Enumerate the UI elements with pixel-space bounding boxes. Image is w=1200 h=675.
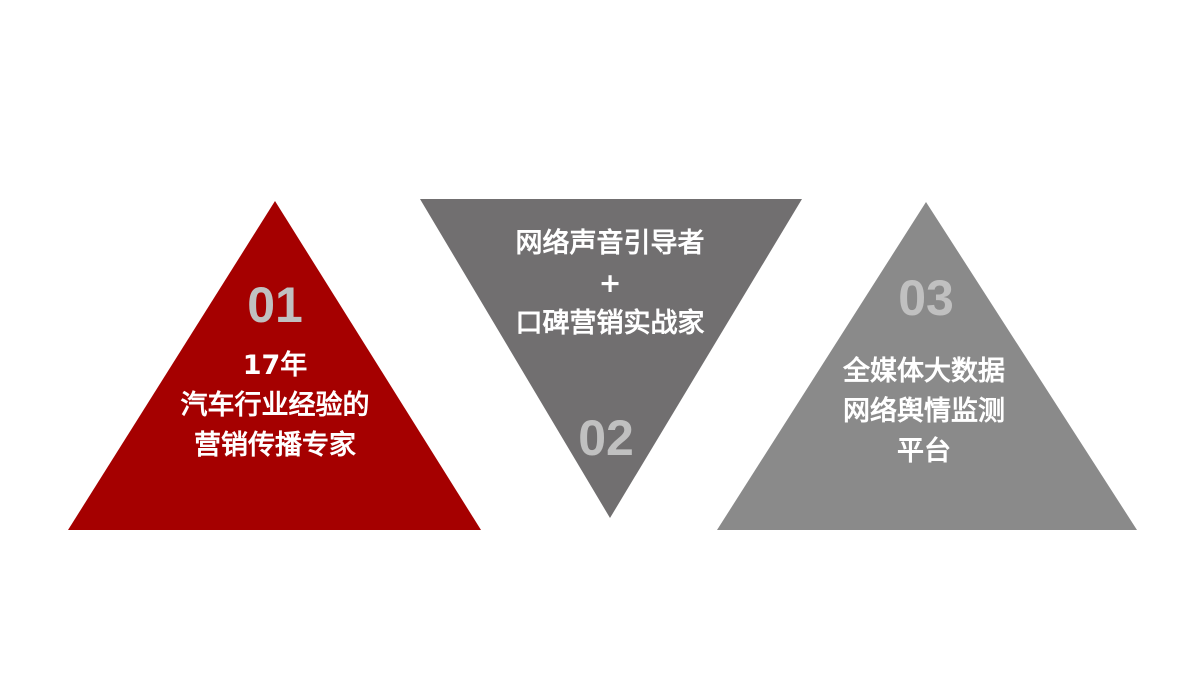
item-02-line-2: + (598, 268, 622, 299)
item-02-text: 网络声音引导者 + 口碑营销实战家 (460, 224, 760, 344)
item-01-line-3: 营销传播专家 (194, 430, 356, 461)
triangle-03 (717, 202, 1137, 530)
item-03-line-2: 网络舆情监测 (843, 396, 1005, 427)
item-01-line-1: 17年 (242, 350, 308, 381)
triangle-01 (68, 201, 481, 530)
item-02-line-3: 口碑营销实战家 (515, 308, 705, 339)
item-01-number: 01 (247, 277, 303, 333)
item-01-line-2: 汽车行业经验的 (180, 390, 370, 421)
triangle-02 (420, 199, 802, 518)
item-02-line-1: 网络声音引导者 (515, 228, 705, 259)
item-01-text: 17年 汽车行业经验的 营销传播专家 (125, 346, 425, 466)
item-03-number: 03 (898, 270, 954, 326)
item-03-line-1: 全媒体大数据 (843, 356, 1005, 387)
item-02-number: 02 (578, 410, 634, 466)
item-03-text: 全媒体大数据 网络舆情监测 平台 (774, 352, 1074, 472)
item-03-line-3: 平台 (897, 436, 951, 467)
